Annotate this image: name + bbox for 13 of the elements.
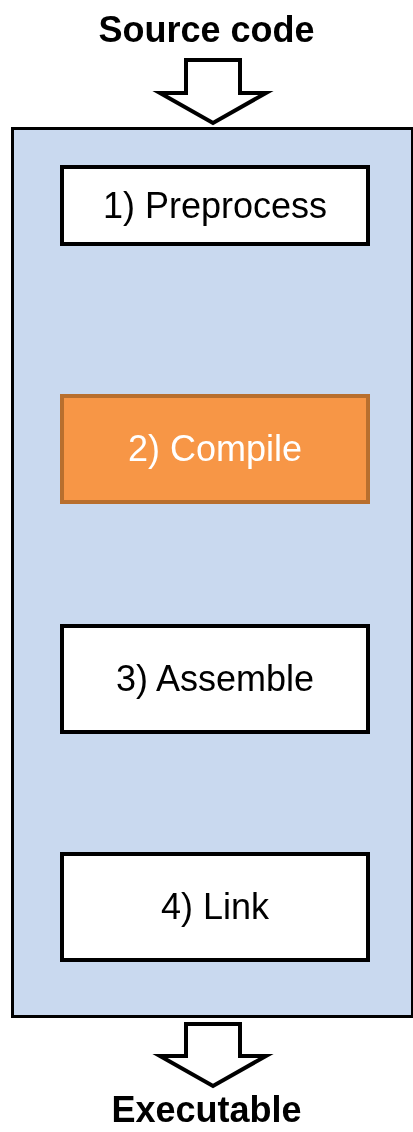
step-box xyxy=(60,624,370,734)
step-label: 3) Assemble xyxy=(115,658,315,700)
step-label: 1) Preprocess xyxy=(102,184,328,227)
step-label: 4) Link xyxy=(160,886,270,928)
step-box xyxy=(60,165,370,246)
hollow-arrow xyxy=(152,58,274,126)
step-box xyxy=(60,394,370,504)
hollow-arrow xyxy=(152,1022,274,1089)
terminal-label: Executable xyxy=(111,1089,302,1131)
pipeline-panel xyxy=(11,127,413,1018)
terminal-label: Source code xyxy=(98,9,315,51)
step-box xyxy=(60,852,370,962)
step-label: 2) Compile xyxy=(127,428,303,470)
